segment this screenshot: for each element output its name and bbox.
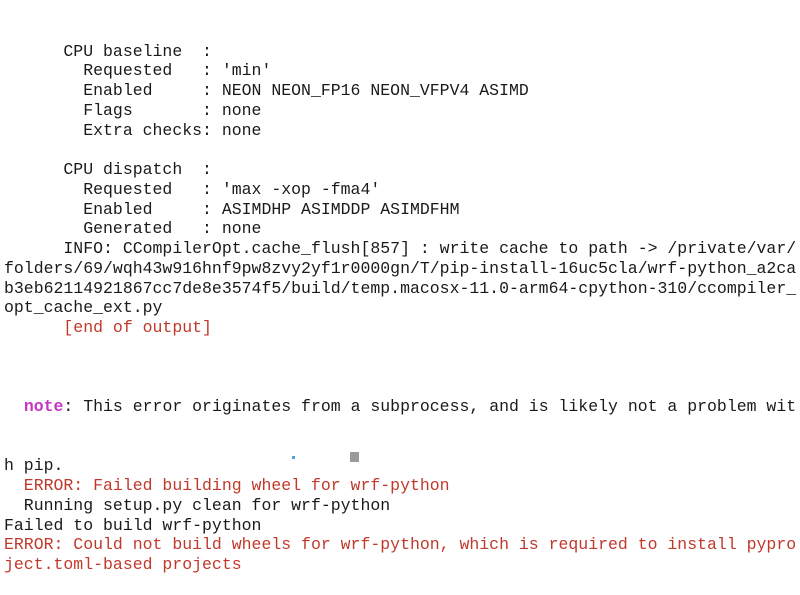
note-label: note	[23, 397, 64, 416]
terminal-output: CPU baseline : Requested : 'min' Enabled…	[4, 2, 796, 595]
output-line: Extra checks: none	[4, 120, 262, 140]
output-line: Requested : 'max -xop -fma4'	[4, 179, 381, 199]
output-line	[4, 140, 796, 160]
output-line: Failed to build wrf-python	[4, 515, 262, 535]
prompt-fragment	[292, 456, 295, 459]
output-line: folders/69/wqh43w916hnf9pw8zvy2yf1r0000g…	[4, 258, 797, 278]
error-line: ERROR: Could not build wheels for wrf-py…	[4, 535, 797, 555]
error-line: ject.toml-based projects	[4, 555, 242, 574]
output-line: CPU dispatch :	[4, 160, 212, 179]
terminal-cursor	[350, 452, 359, 462]
output-line: INFO: CCompilerOpt.cache_flush[857] : wr…	[4, 239, 797, 258]
note-text: : This error originates from a subproces…	[63, 397, 797, 416]
note-line: note: This error originates from a subpr…	[4, 397, 796, 417]
output-line: CPU baseline :	[4, 41, 212, 61]
output-line: Requested : 'min'	[4, 61, 272, 81]
output-line: Running setup.py clean for wrf-python	[4, 495, 391, 515]
error-line: [end of output]	[4, 318, 212, 337]
output-line: opt_cache_ext.py	[4, 298, 163, 318]
output-line: b3eb62114921867cc7de8e3574f5/build/temp.…	[4, 278, 797, 298]
error-line: ERROR: Failed building wheel for wrf-pyt…	[4, 476, 450, 495]
output-line	[4, 338, 796, 358]
output-line: Enabled : NEON NEON_FP16 NEON_VFPV4 ASIM…	[4, 81, 529, 100]
output-line: h pip.	[4, 456, 64, 476]
output-line: Enabled : ASIMDHP ASIMDDP ASIMDFHM	[4, 199, 460, 219]
output-line: Flags : none	[4, 100, 262, 120]
note-indent	[4, 397, 24, 416]
output-line: Generated : none	[4, 219, 262, 239]
